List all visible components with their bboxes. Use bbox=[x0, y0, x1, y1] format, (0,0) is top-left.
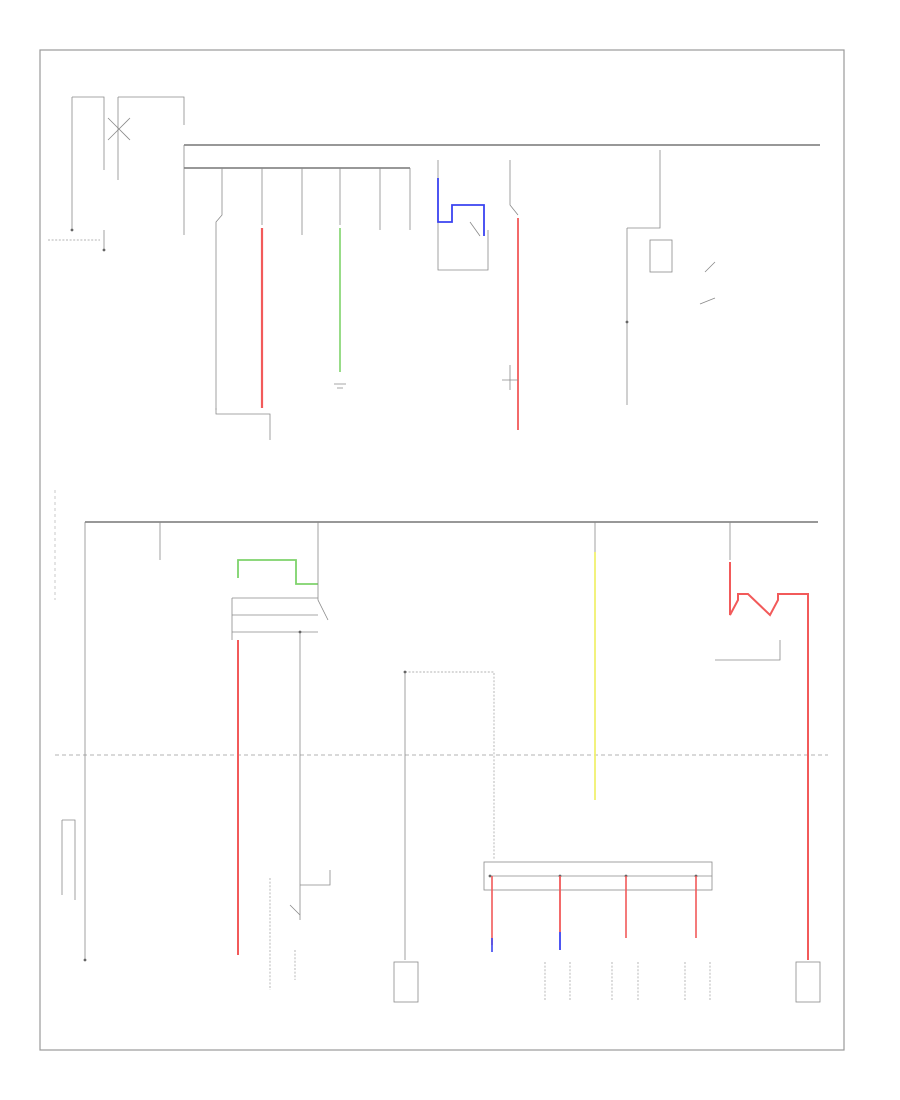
bottom-components bbox=[393, 961, 821, 1003]
diagram-frame bbox=[39, 49, 845, 1051]
blue-wire-relay bbox=[437, 160, 489, 271]
junction-drops bbox=[491, 876, 697, 952]
fuel-module-box bbox=[215, 408, 271, 440]
dotted-wire-center bbox=[405, 671, 495, 860]
center-switch bbox=[269, 870, 331, 990]
right-relay bbox=[715, 522, 809, 960]
fuse-drops bbox=[183, 168, 411, 410]
middle-relay bbox=[231, 522, 329, 920]
top-right-section bbox=[502, 150, 716, 430]
junction-connector bbox=[483, 861, 713, 891]
ignition-switch-block bbox=[48, 96, 185, 252]
middle-left-drop bbox=[61, 522, 161, 962]
